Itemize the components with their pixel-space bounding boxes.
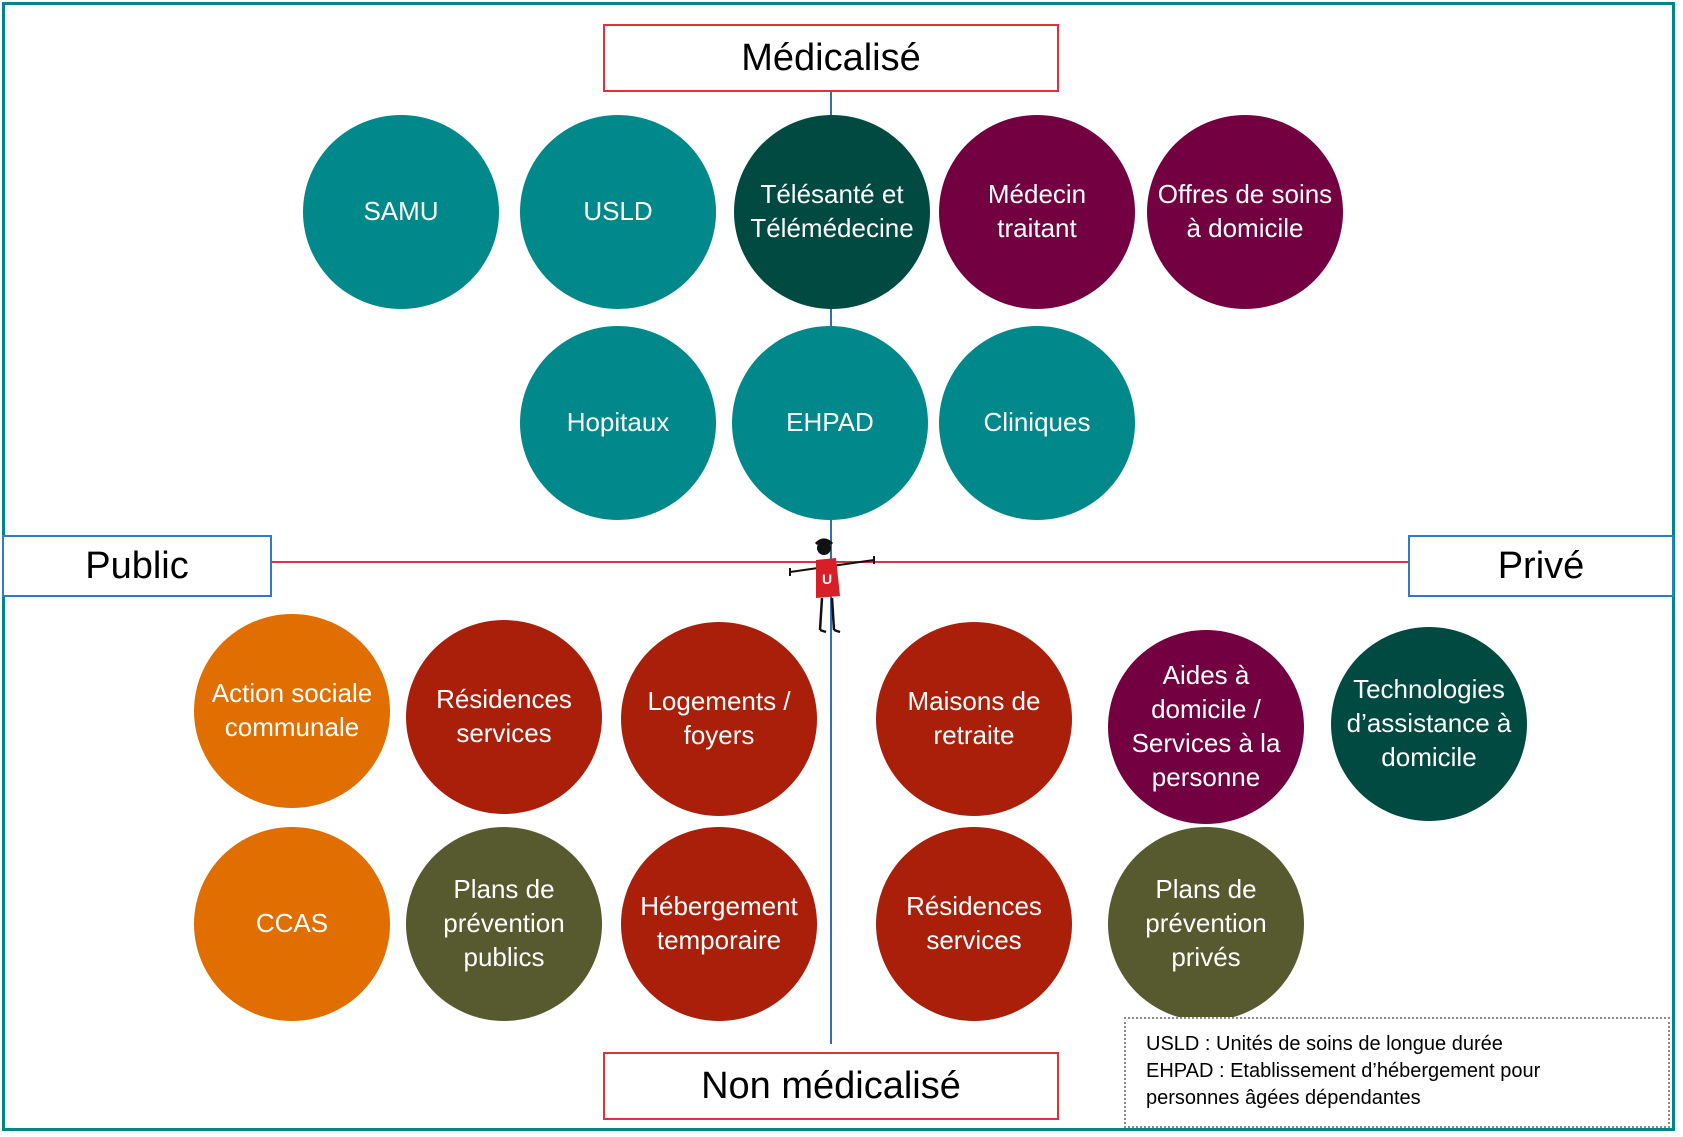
node-aides-line: Services à la <box>1131 728 1281 758</box>
node-plans-prevention-prives: Plans de prévention privés <box>1108 827 1304 1021</box>
node-ehpad-label: EHPAD <box>786 407 874 438</box>
node-cliniques-label: Cliniques <box>983 407 1091 438</box>
node-medecin-line: Médecin <box>987 179 1087 210</box>
label-medicalise-text: Médicalisé <box>741 36 921 79</box>
node-offres-line: à domicile <box>1186 213 1304 243</box>
node-tech-line: d’assistance à <box>1346 708 1512 739</box>
node-telesante: Télésanté et Télémédecine <box>734 115 930 309</box>
label-public-text: Public <box>85 544 189 587</box>
node-medecin-traitant: Médecin traitant <box>939 115 1135 309</box>
label-public: Public <box>2 535 272 597</box>
node-res-pub-line: services <box>456 718 552 748</box>
node-action-line: communale <box>224 712 360 742</box>
node-maisons-line: retraite <box>933 720 1015 750</box>
node-hebergement-temporaire: Hébergement temporaire <box>621 827 817 1021</box>
label-prive: Privé <box>1408 535 1674 597</box>
node-ccas: CCAS <box>194 827 390 1021</box>
node-plans-pub-line: publics <box>463 941 545 972</box>
node-telesante-line: Télémédecine <box>750 213 914 243</box>
node-usld-label: USLD <box>583 196 653 227</box>
node-ccas-label: CCAS <box>255 908 329 939</box>
node-heberg-line: Hébergement <box>640 891 798 922</box>
node-aides-line: Aides à <box>1162 660 1250 691</box>
node-plans-priv-line: Plans de <box>1155 874 1257 905</box>
node-action-line: Action sociale <box>211 678 373 709</box>
node-action-sociale: Action sociale communale <box>194 614 390 808</box>
node-res-priv-line: Résidences <box>906 891 1042 922</box>
node-logements-line: foyers <box>683 720 755 750</box>
node-samu-label: SAMU <box>363 196 439 227</box>
node-logements-foyers: Logements / foyers <box>621 622 817 816</box>
node-technologies-assistance: Technologies d’assistance à domicile <box>1331 627 1527 821</box>
node-residences-services-prive: Résidences services <box>876 827 1072 1021</box>
label-medicalise: Médicalisé <box>603 24 1059 92</box>
node-tech-line: domicile <box>1381 741 1477 772</box>
node-hopitaux: Hopitaux <box>520 326 716 520</box>
node-heberg-line: temporaire <box>656 925 782 955</box>
legend-line: personnes âgées dépendantes <box>1146 1087 1421 1109</box>
horizontal-axis-line <box>272 561 1408 563</box>
node-aides-line: domicile / <box>1151 694 1261 725</box>
node-telesante-line: Télésanté et <box>760 179 904 210</box>
label-non-medicalise: Non médicalisé <box>603 1052 1059 1120</box>
node-plans-pub-line: prévention <box>443 908 565 939</box>
person-figure-icon: U <box>789 538 875 634</box>
node-res-pub-line: Résidences <box>436 684 572 715</box>
node-offres-soins: Offres de soins à domicile <box>1147 115 1343 309</box>
node-offres-line: Offres de soins <box>1157 179 1333 210</box>
node-ehpad: EHPAD <box>732 326 928 520</box>
legend-box: USLD : Unités de soins de longue durée E… <box>1124 1017 1670 1128</box>
node-res-priv-line: services <box>926 925 1022 955</box>
node-residences-services-public: Résidences services <box>406 620 602 814</box>
legend-line: EHPAD : Etablissement d’hébergement pour <box>1146 1060 1541 1082</box>
figure-letter: U <box>822 571 832 587</box>
node-aides-line: personne <box>1151 761 1261 792</box>
node-medecin-line: traitant <box>997 213 1077 243</box>
node-samu: SAMU <box>303 115 499 309</box>
node-maisons-retraite: Maisons de retraite <box>876 622 1072 816</box>
node-tech-line: Technologies <box>1353 674 1505 705</box>
node-plans-prevention-publics: Plans de prévention publics <box>406 827 602 1021</box>
node-cliniques: Cliniques <box>939 326 1135 520</box>
label-non-medicalise-text: Non médicalisé <box>701 1064 961 1107</box>
node-plans-priv-line: prévention <box>1145 908 1267 939</box>
legend-line: USLD : Unités de soins de longue durée <box>1146 1033 1503 1055</box>
node-hopitaux-label: Hopitaux <box>566 407 670 438</box>
node-plans-priv-line: privés <box>1171 941 1241 972</box>
node-plans-pub-line: Plans de <box>453 874 555 905</box>
node-logements-line: Logements / <box>647 686 791 717</box>
node-usld: USLD <box>520 115 716 309</box>
node-maisons-line: Maisons de <box>907 686 1041 717</box>
node-aides-domicile: Aides à domicile / Services à la personn… <box>1108 630 1304 824</box>
label-prive-text: Privé <box>1497 544 1585 587</box>
